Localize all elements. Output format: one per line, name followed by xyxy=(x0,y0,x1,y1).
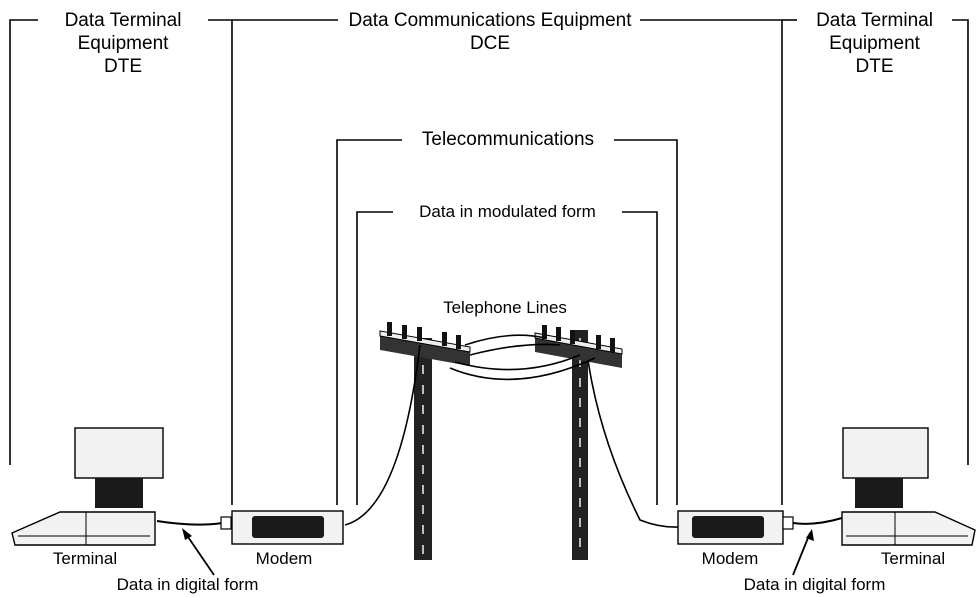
modem-right xyxy=(677,510,784,545)
terminal-right xyxy=(841,427,976,546)
telephone-poles xyxy=(379,322,623,560)
label-dte-right-line1: Data Terminal xyxy=(816,10,933,31)
label-dte-right-line3: DTE xyxy=(855,56,894,77)
bracket-dte-right xyxy=(950,19,969,465)
crossarm-left xyxy=(380,336,470,366)
label-digital-left: Data in digital form xyxy=(116,575,259,594)
label-telecommunications: Telecommunications xyxy=(402,128,614,151)
label-dte-left: Data Terminal Equipment DTE xyxy=(38,9,208,78)
arrow-digital-left xyxy=(183,530,215,576)
label-dte-right: Data Terminal Equipment DTE xyxy=(797,9,952,78)
wire-1 xyxy=(464,334,546,346)
wire-2 xyxy=(469,343,561,356)
label-terminal-right: Terminal xyxy=(880,549,946,568)
modem-left xyxy=(231,510,344,545)
bracket-modulated-left xyxy=(356,211,393,505)
label-digital-right: Data in digital form xyxy=(743,575,886,594)
bracket-modulated-right xyxy=(622,211,658,505)
bracket-lines xyxy=(9,19,969,505)
wire-4 xyxy=(449,357,596,381)
label-modem-left: Modem xyxy=(255,549,313,568)
label-modem-right: Modem xyxy=(701,549,759,568)
connector-right xyxy=(782,516,794,530)
bracket-dte-left-right-arm xyxy=(205,19,233,505)
connector-left xyxy=(220,516,232,530)
label-dte-right-line2: Equipment xyxy=(829,33,920,54)
label-modulated: Data in modulated form xyxy=(393,202,622,222)
terminal-left xyxy=(11,427,164,546)
wires xyxy=(344,334,681,528)
label-dce: Data Communications Equipment DCE xyxy=(340,9,640,55)
label-telephone-lines: Telephone Lines xyxy=(443,298,567,317)
label-dte-left-line2: Equipment xyxy=(77,33,169,54)
bracket-dce-right xyxy=(640,19,783,505)
cable-terminal-left xyxy=(156,520,223,526)
cable-terminal-right xyxy=(792,517,843,525)
label-dce-line2: DCE xyxy=(469,33,511,54)
arrows xyxy=(182,528,814,576)
label-terminal-left: Terminal xyxy=(52,549,118,568)
bracket-dte-left xyxy=(9,19,40,465)
wire-modem-right xyxy=(587,359,681,528)
label-dce-line1: Data Communications Equipment xyxy=(348,10,632,31)
arrow-digital-right xyxy=(792,532,811,576)
label-dte-left-line3: DTE xyxy=(104,56,142,77)
bracket-telecom-left xyxy=(336,139,402,505)
wire-3 xyxy=(454,354,581,371)
bracket-telecom-right xyxy=(614,139,678,505)
label-dte-left-line1: Data Terminal xyxy=(64,10,182,31)
wire-modem-left xyxy=(344,344,421,526)
